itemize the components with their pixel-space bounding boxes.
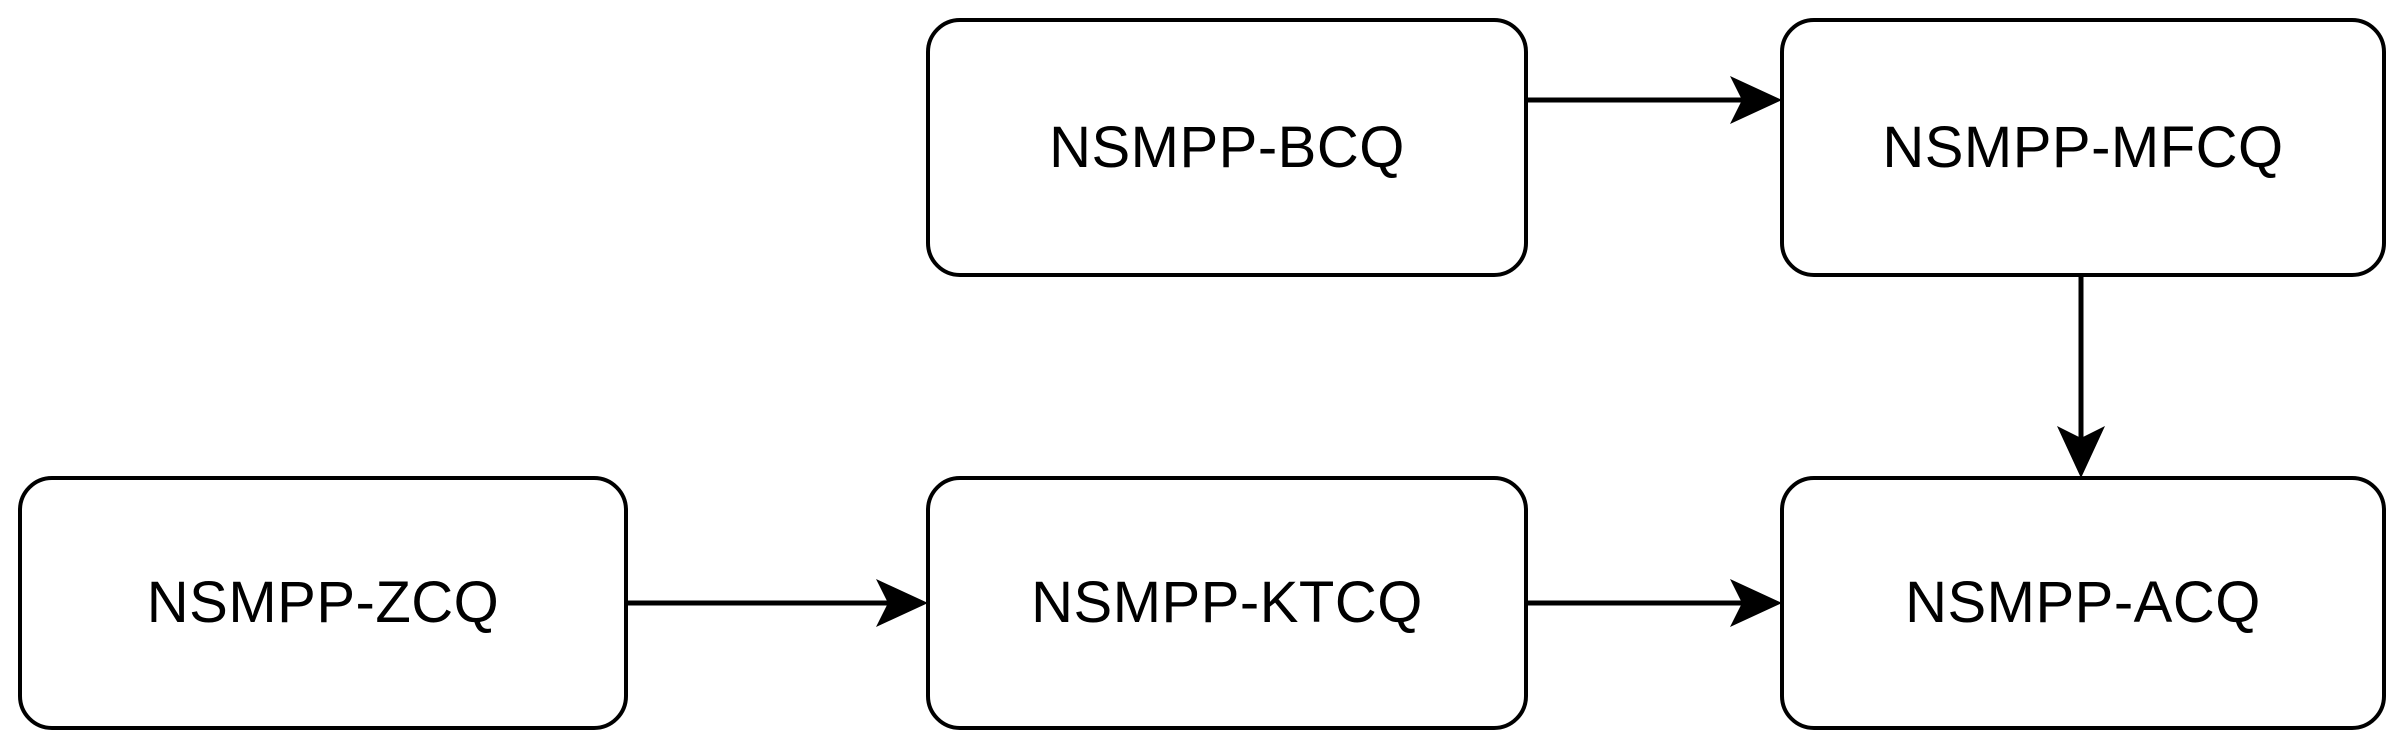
node-nsmpp-acq-label: NSMPP-ACQ bbox=[1905, 570, 2261, 635]
edge-zcq-to-ktcq bbox=[628, 579, 928, 627]
node-nsmpp-acq[interactable]: NSMPP-ACQ bbox=[1780, 476, 2386, 730]
node-nsmpp-zcq[interactable]: NSMPP-ZCQ bbox=[18, 476, 628, 730]
node-nsmpp-mfcq-label: NSMPP-MFCQ bbox=[1882, 114, 2284, 180]
node-nsmpp-ktcq-label: NSMPP-KTCQ bbox=[1031, 570, 1423, 635]
node-nsmpp-bcq[interactable]: NSMPP-BCQ bbox=[926, 18, 1528, 277]
edge-ktcq-to-acq bbox=[1528, 579, 1782, 627]
node-nsmpp-bcq-label: NSMPP-BCQ bbox=[1049, 114, 1405, 180]
edge-bcq-to-mfcq bbox=[1528, 76, 1782, 124]
node-nsmpp-zcq-label: NSMPP-ZCQ bbox=[146, 570, 500, 635]
edge-zcq-to-ktcq-arrowhead bbox=[876, 579, 928, 627]
edge-ktcq-to-acq-arrowhead bbox=[1730, 579, 1782, 627]
node-nsmpp-mfcq[interactable]: NSMPP-MFCQ bbox=[1780, 18, 2386, 277]
edge-mfcq-to-acq-arrowhead bbox=[2057, 426, 2105, 478]
edge-mfcq-to-acq bbox=[2057, 277, 2105, 478]
node-nsmpp-ktcq[interactable]: NSMPP-KTCQ bbox=[926, 476, 1528, 730]
edge-bcq-to-mfcq-arrowhead bbox=[1730, 76, 1782, 124]
